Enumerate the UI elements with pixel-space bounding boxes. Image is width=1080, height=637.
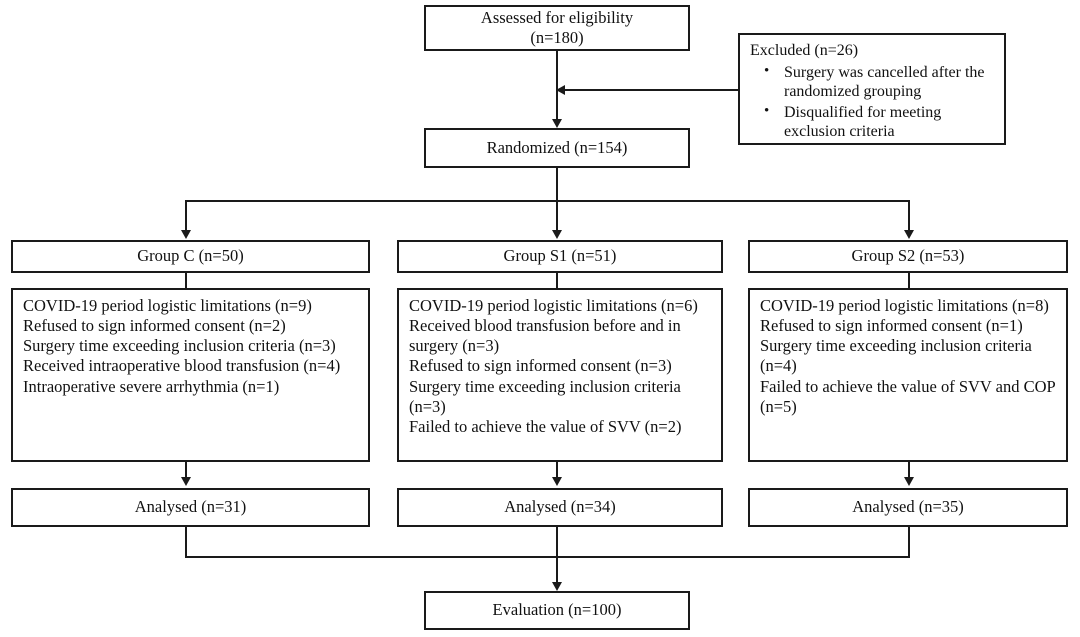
arrowhead-analysed-s2 [904, 477, 914, 486]
group-header-label: Group S1 (n=51) [503, 246, 617, 266]
list-item: Disqualified for meeting exclusion crite… [764, 102, 996, 142]
connector-detail-to-analysed-s2 [908, 462, 910, 479]
group-header-label: Group C (n=50) [137, 246, 244, 266]
exclusion-line: Failed to achieve the value of SVV (n=2) [409, 416, 682, 436]
excluded-box: Excluded (n=26) Surgery was cancelled af… [738, 33, 1006, 145]
exclusion-line: COVID-19 period logistic limitations (n=… [23, 296, 312, 315]
assessed-for-eligibility-box: Assessed for eligibility (n=180) [424, 5, 690, 51]
connector-split-to-group-s2 [908, 200, 910, 232]
connector-split-bar [185, 200, 910, 202]
connector-analysed-c-down [185, 527, 187, 558]
connector-detail-to-analysed-s1 [556, 462, 558, 479]
analysed-box-s2: Analysed (n=35) [748, 488, 1068, 527]
connector-merge-to-evaluation [556, 556, 558, 584]
randomized-label: Randomized (n=154) [486, 137, 628, 157]
connector-analysed-s1-down [556, 527, 558, 558]
connector-analysed-s2-down [908, 527, 910, 558]
evaluation-label: Evaluation (n=100) [492, 600, 622, 620]
analysed-label: Analysed (n=34) [504, 497, 616, 517]
arrowhead-evaluation [552, 582, 562, 591]
analysed-label: Analysed (n=31) [134, 497, 247, 517]
arrowhead-group-c [181, 230, 191, 239]
analysed-box-s1: Analysed (n=34) [397, 488, 723, 527]
exclusion-line: Received blood transfusion before and in… [409, 316, 681, 356]
arrowhead-analysed-c [181, 477, 191, 486]
list-item: Surgery was cancelled after the randomiz… [764, 62, 996, 102]
exclusion-line: COVID-19 period logistic limitations (n=… [760, 296, 1049, 315]
analysed-label: Analysed (n=35) [852, 497, 964, 517]
exclusion-line: Received intraoperative blood transfusio… [23, 356, 341, 376]
analysed-box-c: Analysed (n=31) [11, 488, 370, 527]
group-header-box-s2: Group S2 (n=53) [748, 240, 1068, 273]
exclusion-line: Surgery time exceeding inclusion criteri… [409, 376, 681, 416]
group-exclusions-box-s2: COVID-19 period logistic limitations (n=… [748, 288, 1068, 462]
arrowhead-analysed-s1 [552, 477, 562, 486]
exclusion-line: Intraoperative severe arrhythmia (n=1) [23, 376, 280, 396]
arrowhead-excluded [556, 85, 565, 95]
group-exclusions-box-c: COVID-19 period logistic limitations (n=… [11, 288, 370, 462]
exclusion-line: Surgery time exceeding inclusion criteri… [760, 336, 1032, 376]
exclusion-line: Surgery time exceeding inclusion criteri… [23, 336, 336, 356]
group-header-box-s1: Group S1 (n=51) [397, 240, 723, 273]
connector-header-to-detail-s1 [556, 273, 558, 288]
excluded-reason-list: Surgery was cancelled after the randomiz… [750, 62, 996, 142]
arrowhead-group-s1 [552, 230, 562, 239]
group-header-label: Group S2 (n=53) [851, 246, 965, 266]
assessed-label: Assessed for eligibility [480, 7, 634, 27]
randomized-box: Randomized (n=154) [424, 128, 690, 168]
connector-header-to-detail-c [185, 273, 187, 288]
connector-split-to-group-c [185, 200, 187, 232]
excluded-heading: Excluded (n=26) [750, 42, 859, 59]
evaluation-box: Evaluation (n=100) [424, 591, 690, 630]
group-header-box-c: Group C (n=50) [11, 240, 370, 273]
exclusion-line: COVID-19 period logistic limitations (n=… [409, 296, 698, 315]
connector-randomized-stem [556, 168, 558, 202]
connector-merge-bar [185, 556, 910, 558]
exclusion-line: Refused to sign informed consent (n=2) [23, 316, 286, 336]
connector-split-to-group-s1 [556, 200, 558, 232]
connector-header-to-detail-s2 [908, 273, 910, 288]
exclusion-line: Failed to achieve the value of SVV and C… [760, 376, 1056, 416]
arrowhead-group-s2 [904, 230, 914, 239]
connector-detail-to-analysed-c [185, 462, 187, 479]
connector-stem-to-excluded [556, 89, 738, 91]
assessed-count: (n=180) [530, 28, 584, 47]
arrowhead-randomized [552, 119, 562, 128]
group-exclusions-box-s1: COVID-19 period logistic limitations (n=… [397, 288, 723, 462]
exclusion-line: Refused to sign informed consent (n=1) [760, 316, 1023, 336]
exclusion-line: Refused to sign informed consent (n=3) [409, 356, 672, 376]
